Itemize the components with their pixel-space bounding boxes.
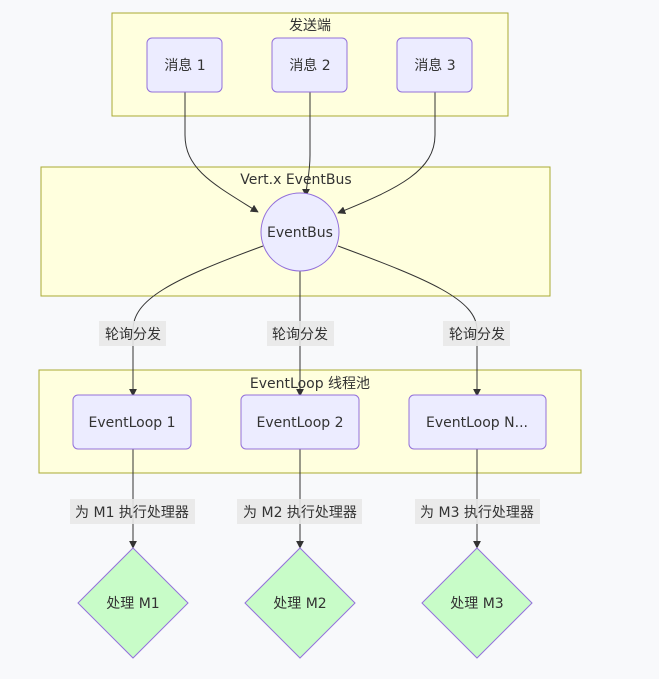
edge-label-exec-2: 为 M2 执行处理器 xyxy=(237,499,362,524)
node-msg2[interactable]: 消息 2 xyxy=(271,37,348,93)
edge-label-text: 轮询分发 xyxy=(272,327,328,343)
edge-label-dispatch-2: 轮询分发 xyxy=(267,321,334,346)
node-eventloop-1[interactable]: EventLoop 1 xyxy=(72,394,192,450)
node-eventloop-n[interactable]: EventLoop N... xyxy=(408,394,547,450)
node-eventloop-2[interactable]: EventLoop 2 xyxy=(240,394,360,450)
node-process-m2[interactable]: 处理 M2 xyxy=(244,547,356,659)
node-label: EventBus xyxy=(267,225,333,241)
cluster-senders-title: 发送端 xyxy=(289,18,331,34)
node-label: EventLoop 1 xyxy=(88,415,175,431)
edge-msg3-bus xyxy=(337,92,436,215)
edge-label-text: 为 M3 执行处理器 xyxy=(420,505,534,521)
cluster-eventbus-title: Vert.x EventBus xyxy=(240,172,351,188)
node-eventbus[interactable]: EventBus xyxy=(260,192,340,272)
edge-label-text: 为 M2 执行处理器 xyxy=(243,505,357,521)
node-label: 消息 3 xyxy=(414,57,455,74)
node-process-m3[interactable]: 处理 M3 xyxy=(421,547,533,659)
node-label: 消息 1 xyxy=(164,57,205,74)
node-label: EventLoop N... xyxy=(426,415,528,431)
node-label: 消息 2 xyxy=(289,57,330,74)
node-label: EventLoop 2 xyxy=(256,415,343,431)
node-label: 处理 M1 xyxy=(106,596,159,612)
node-msg3[interactable]: 消息 3 xyxy=(396,37,473,93)
cluster-eventbus: Vert.x EventBus xyxy=(40,166,551,297)
cluster-pool-title: EventLoop 线程池 xyxy=(250,376,370,392)
node-msg1[interactable]: 消息 1 xyxy=(146,37,223,93)
node-label: 处理 M3 xyxy=(450,596,503,612)
edge-label-text: 为 M1 执行处理器 xyxy=(75,505,189,521)
node-process-m1[interactable]: 处理 M1 xyxy=(77,547,189,659)
node-label: 处理 M2 xyxy=(273,596,326,612)
edge-label-text: 轮询分发 xyxy=(105,327,161,343)
edge-label-exec-1: 为 M1 执行处理器 xyxy=(70,499,195,524)
edge-msg2-bus xyxy=(302,92,311,197)
edge-label-dispatch-3: 轮询分发 xyxy=(443,321,510,346)
edge-label-dispatch-1: 轮询分发 xyxy=(99,321,166,346)
edge-label-exec-3: 为 M3 执行处理器 xyxy=(415,499,540,524)
edge-label-text: 轮询分发 xyxy=(449,327,505,343)
edge-msg1-bus xyxy=(184,92,259,213)
